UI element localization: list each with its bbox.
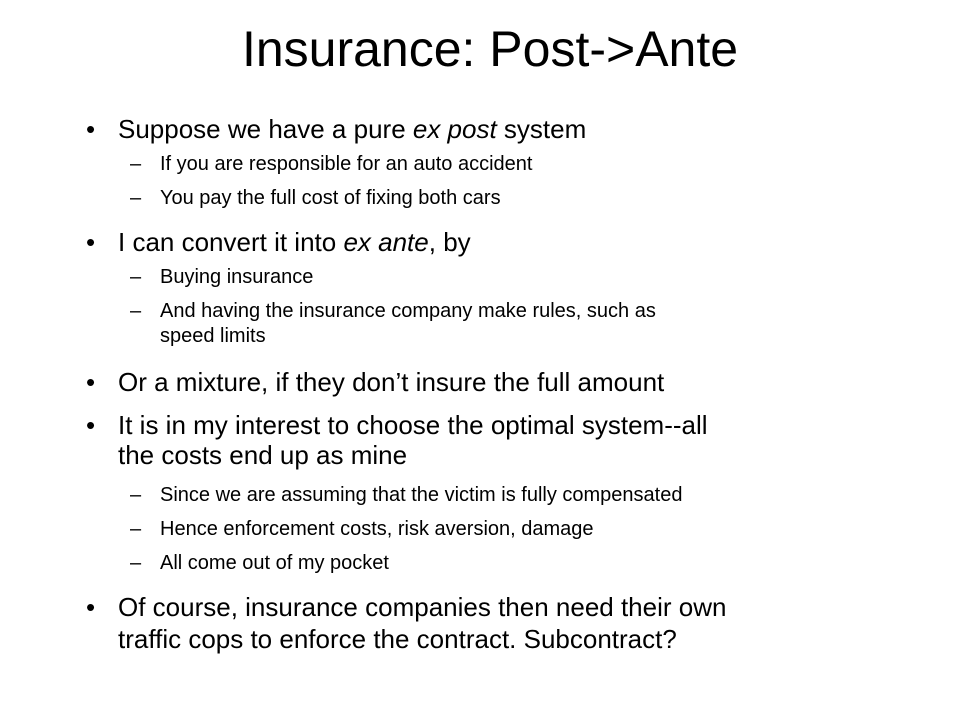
dash-glyph: – [130,552,142,574]
sub-item: – And having the insurance company make … [130,300,656,322]
bullet-text-end: , by [428,227,471,257]
bullet-continuation: traffic cops to enforce the contract. Su… [118,624,677,654]
bullet-continuation: the costs end up as mine [118,440,407,470]
dash-glyph: – [130,484,142,506]
slide-title: Insurance: Post->Ante [241,21,739,77]
bullet-text: the costs end up as mine [118,440,408,470]
sub-item: – Since we are assuming that the victim … [130,484,683,506]
dash-glyph: – [130,518,142,540]
dash-glyph: – [130,266,142,288]
bullet-text: traffic cops to enforce the contract. Su… [118,624,677,654]
sub-item: – Buying insurance [130,266,314,288]
bullet-text: Suppose we have a pure [118,114,413,144]
bullet-text-end: system [496,114,587,144]
sub-item-text: Buying insurance [160,266,314,288]
bullet-item-optimal-system: • It is in my interest to choose the opt… [86,410,708,440]
dash-glyph: – [130,187,142,209]
bullet-glyph: • [86,227,96,257]
bullet-item-mixture: • Or a mixture, if they don’t insure the… [86,367,665,397]
bullet-glyph: • [86,114,96,144]
bullet-text: I can convert it into [118,227,344,257]
bullet-glyph: • [86,367,96,397]
bullet-emphasis: ex ante [343,227,429,257]
sub-item: – You pay the full cost of fixing both c… [130,187,501,209]
sub-item-text: And having the insurance company make ru… [160,300,656,322]
sub-item-text: If you are responsible for an auto accid… [160,153,533,175]
sub-item-text: Hence enforcement costs, risk aversion, … [160,518,594,540]
sub-item-text: All come out of my pocket [160,552,389,574]
bullet-item-ex-post: • Suppose we have a pure ex post system [86,114,587,144]
bullet-emphasis: ex post [412,114,497,144]
bullet-item-insurance-cops: • Of course, insurance companies then ne… [86,592,727,622]
sub-item-continuation: speed limits [160,325,266,347]
bullet-text: Of course, insurance companies then need… [118,592,727,622]
bullet-text: Or a mixture, if they don’t insure the f… [118,367,665,397]
bullet-glyph: • [86,410,96,440]
bullet-text: It is in my interest to choose the optim… [118,410,708,440]
sub-item-text: You pay the full cost of fixing both car… [160,187,501,209]
bullet-item-ex-ante: • I can convert it into ex ante, by [86,227,471,257]
sub-item: – If you are responsible for an auto acc… [130,153,533,175]
sub-item-text: speed limits [160,325,266,347]
bullet-glyph: • [86,592,96,622]
dash-glyph: – [130,300,142,322]
sub-item-text: Since we are assuming that the victim is… [160,484,683,506]
sub-item: – All come out of my pocket [130,552,389,574]
sub-item: – Hence enforcement costs, risk aversion… [130,518,594,540]
dash-glyph: – [130,153,142,175]
